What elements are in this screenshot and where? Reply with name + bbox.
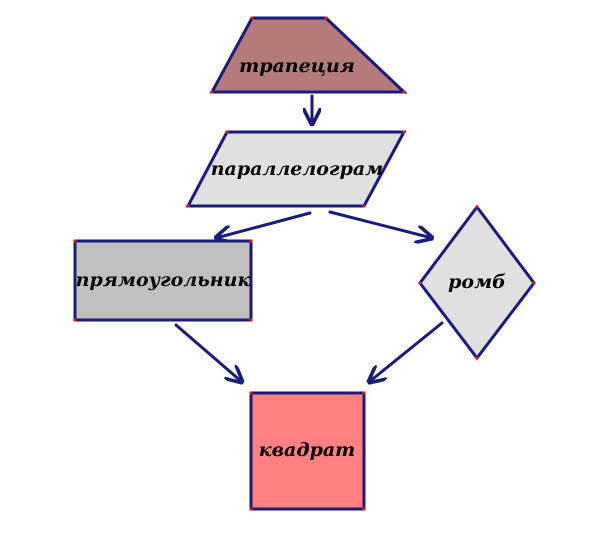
vertex-dot xyxy=(73,318,77,322)
edges xyxy=(174,94,444,382)
node-square: квадрат xyxy=(249,391,366,511)
rectangle-shape xyxy=(73,239,253,322)
vertex-dot xyxy=(249,239,253,243)
vertex-dot xyxy=(362,204,366,208)
vertex-dot xyxy=(249,318,253,322)
vertex-dot xyxy=(402,130,406,134)
rectangle-label: прямоугольник xyxy=(76,269,251,291)
node-rectangle: прямоугольник xyxy=(73,239,253,322)
trapezoid-label: трапеция xyxy=(239,55,355,77)
vertex-dot xyxy=(532,281,536,285)
rhombus-label: ромб xyxy=(448,271,506,293)
vertex-dot xyxy=(225,130,229,134)
vertex-dot xyxy=(249,391,253,395)
edge-rectangle-to-square xyxy=(174,323,242,382)
vertex-dot xyxy=(250,16,254,20)
vertex-dot xyxy=(362,507,366,511)
parallelogram-label: параллелограм xyxy=(211,158,384,180)
vertex-dot xyxy=(186,204,190,208)
vertex-dot xyxy=(249,507,253,511)
square-shape xyxy=(249,391,366,511)
vertex-dot xyxy=(475,205,479,209)
edge-rhombus-to-square xyxy=(369,321,444,382)
vertex-dot xyxy=(418,281,422,285)
vertex-dot xyxy=(475,356,479,360)
edge-parallelogram-to-rhombus xyxy=(328,210,432,238)
node-rhombus: ромб xyxy=(418,204,536,361)
node-parallelogram: параллелограм xyxy=(185,130,407,208)
square-label: квадрат xyxy=(259,439,356,461)
vertex-dot xyxy=(73,239,77,243)
node-trapezoid: трапеция xyxy=(209,16,408,94)
vertex-dots xyxy=(73,16,536,511)
vertex-dot xyxy=(210,90,214,94)
edge-parallelogram-to-rectangle xyxy=(216,211,312,238)
vertex-dot xyxy=(324,16,328,20)
vertex-dot xyxy=(362,391,366,395)
vertex-dot xyxy=(402,90,406,94)
